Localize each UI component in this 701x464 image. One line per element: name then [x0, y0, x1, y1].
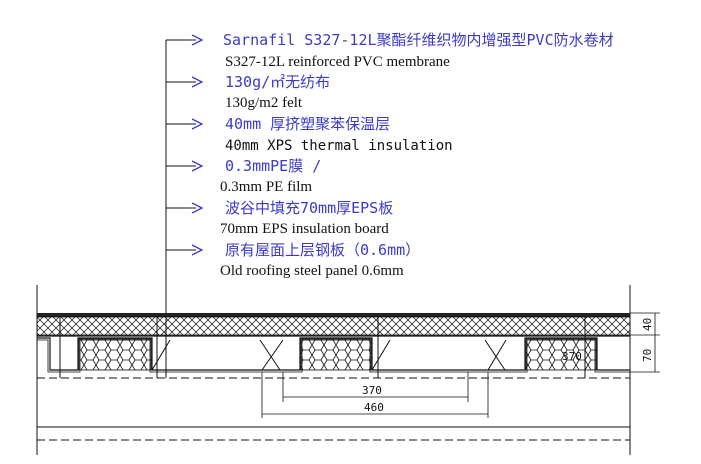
layer-label-6: 原有屋面上层钢板（0.6mm） Old roofing steel panel …: [166, 241, 420, 279]
dimension-370: 370: [282, 372, 469, 402]
eps-block-1: [78, 338, 152, 371]
layer-cn-5: 波谷中填充70mm厚EPS板: [225, 199, 393, 217]
layer-cn-3: 40mm 厚挤塑聚苯保温层: [225, 115, 390, 133]
layer-labels: Sarnafil S327-12L聚酯纤维织物内增强型PVC防水卷材 S327-…: [166, 31, 614, 279]
layer-label-2: 130g/㎡无纺布 130g/m2 felt: [166, 73, 330, 111]
layer-en-1: S327-12L reinforced PVC membrane: [225, 54, 450, 70]
dimension-70-label: 70: [641, 349, 654, 362]
arrow-icon: [191, 244, 204, 256]
layer-cn-6: 原有屋面上层钢板（0.6mm）: [225, 241, 420, 259]
eps-block-3: [525, 338, 597, 371]
arrow-icon: [191, 76, 204, 88]
layer-cn-4: 0.3mmPE膜 /: [225, 157, 321, 175]
layer-label-3: 40mm 厚挤塑聚苯保温层 40mm XPS thermal insulatio…: [166, 115, 453, 154]
eps-block-2: [300, 338, 372, 371]
arrow-icon: [191, 34, 204, 46]
layer-en-6: Old roofing steel panel 0.6mm: [220, 263, 404, 279]
layer-label-1: Sarnafil S327-12L聚酯纤维织物内增强型PVC防水卷材 S327-…: [166, 31, 614, 70]
dimension-370-repeat-label: 370: [562, 350, 582, 363]
arrow-icon: [191, 118, 204, 130]
xps-insulation-layer: [36, 316, 631, 336]
layer-en-4: 0.3mm PE film: [220, 179, 312, 195]
layer-cn-1: Sarnafil S327-12L聚酯纤维织物内增强型PVC防水卷材: [223, 31, 614, 49]
deck-webs: [151, 339, 507, 371]
dimension-40-label: 40: [641, 318, 654, 331]
layer-label-5: 波谷中填充70mm厚EPS板 70mm EPS insulation board: [166, 199, 393, 237]
fasteners: [59, 317, 586, 378]
arrow-icon: [191, 202, 204, 214]
dimension-460-label: 460: [364, 401, 384, 414]
layer-label-4: 0.3mmPE膜 / 0.3mm PE film: [166, 157, 321, 195]
arrow-icon: [191, 160, 204, 172]
layer-en-5: 70mm EPS insulation board: [220, 221, 389, 237]
layer-en-3: 40mm XPS thermal insulation: [225, 138, 453, 154]
dimension-460: 460: [261, 372, 489, 418]
layer-cn-2: 130g/㎡无纺布: [225, 73, 330, 91]
dimension-vertical: 40 70: [630, 312, 660, 373]
layer-en-2: 130g/m2 felt: [225, 95, 303, 111]
dimension-370-label: 370: [362, 384, 382, 397]
steel-deck-profile: [37, 337, 630, 371]
pvc-membrane: [37, 313, 630, 317]
